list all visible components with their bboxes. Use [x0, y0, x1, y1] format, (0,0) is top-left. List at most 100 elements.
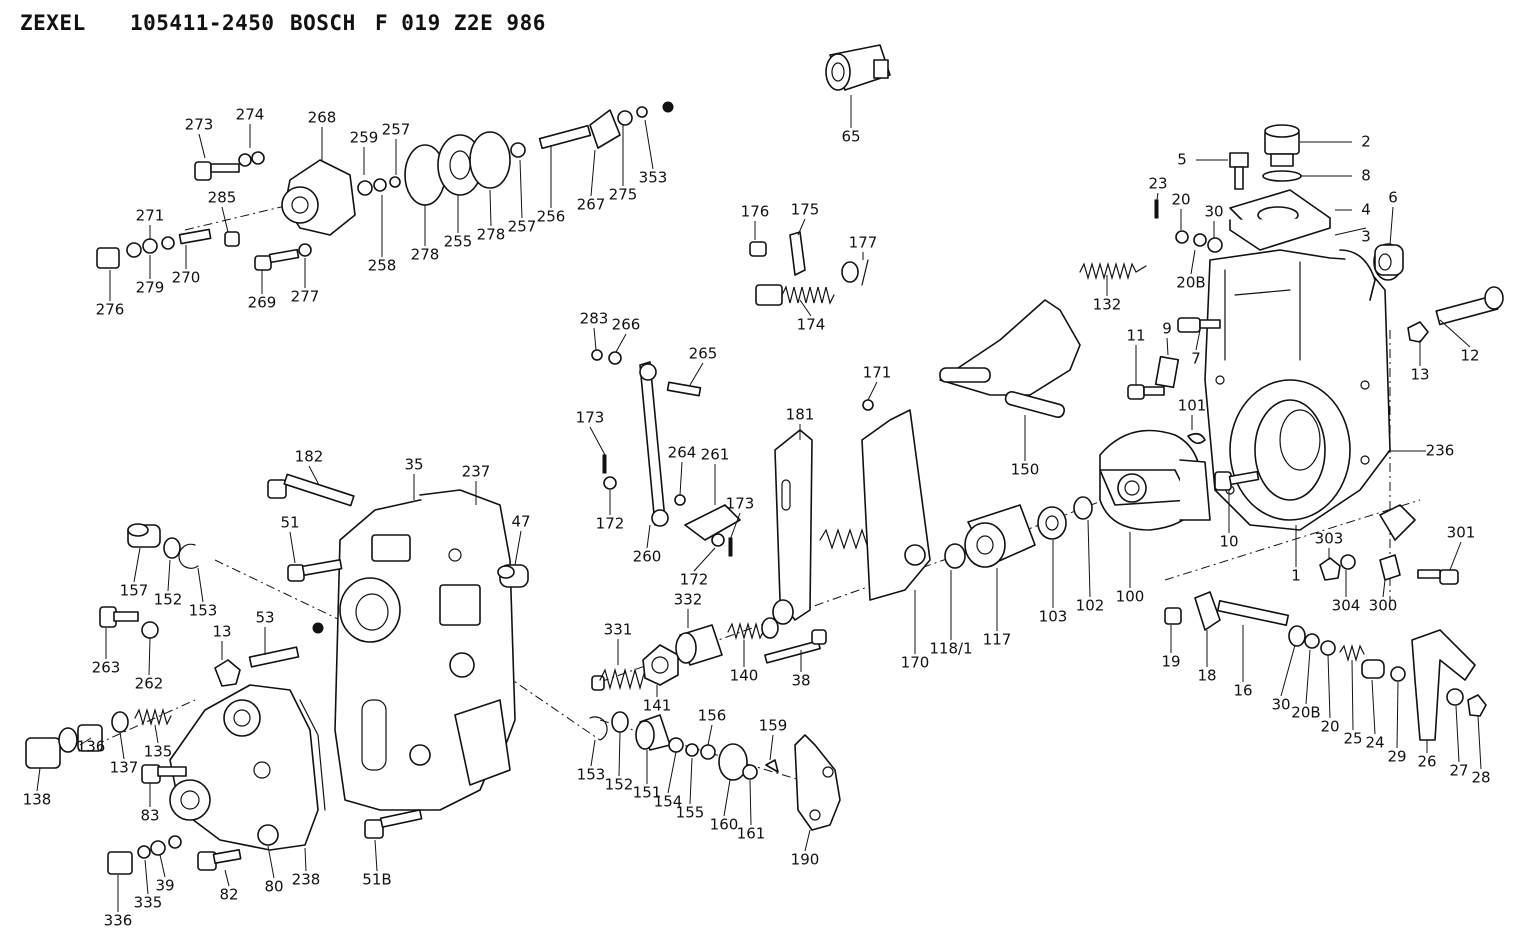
part-number-callout: 154	[654, 793, 683, 811]
callout-leader-line	[167, 559, 171, 592]
part-number-callout: 283	[580, 310, 609, 328]
part-number-callout: 353	[639, 169, 668, 187]
part-number-callout: 173	[726, 495, 755, 513]
part-number-callout: 156	[698, 707, 727, 725]
callout-leader-line	[589, 426, 606, 456]
sleeve-117-103-102	[944, 496, 1093, 569]
callout-leader-line	[1087, 519, 1091, 598]
part-number-callout: 271	[136, 207, 165, 225]
callout-leader-line	[707, 724, 713, 746]
part-number-callout: 51	[280, 514, 299, 532]
part-number-callout: 285	[208, 189, 237, 207]
part-number-callout: 82	[219, 886, 238, 904]
callout-leader-line	[1382, 579, 1386, 598]
brand-a: ZEXEL	[20, 11, 86, 35]
part-number-callout: 137	[110, 759, 139, 777]
part-number-callout: 18	[1197, 667, 1216, 685]
callout-leader-line	[679, 461, 683, 496]
part-number-callout: 20	[1171, 191, 1190, 209]
callout-leader-line	[646, 524, 651, 549]
callout-leader-line	[1334, 227, 1367, 236]
cover-assembly-268	[96, 101, 674, 271]
callout-leader-line	[689, 362, 704, 386]
part-number-callout: 118/1	[929, 640, 972, 658]
callout-leader-line	[590, 739, 596, 767]
part-number-callout: 172	[596, 515, 625, 533]
part-number-callout: 278	[411, 246, 440, 264]
part-number-callout: 20	[1320, 718, 1339, 736]
callout-leader-line	[615, 333, 627, 353]
part-number-callout: 8	[1361, 167, 1371, 185]
part-number-callout: 140	[730, 667, 759, 685]
callout-leader-line	[1190, 249, 1196, 275]
part-number-callout: 153	[577, 766, 606, 784]
part-number-callout: 12	[1460, 347, 1479, 365]
part-number-callout: 157	[120, 582, 149, 600]
part-number-callout: 238	[292, 871, 321, 889]
part-number-callout: 258	[368, 257, 397, 275]
part-number-callout: 265	[689, 345, 718, 363]
part-number-callout: 23	[1148, 175, 1167, 193]
part-number-callout: 336	[104, 912, 133, 930]
part-number-callout: 237	[462, 463, 491, 481]
part-number-callout: 152	[154, 591, 183, 609]
callout-leader-line	[154, 724, 159, 744]
callout-leader-line	[693, 547, 716, 572]
bolt-51	[287, 558, 343, 634]
callout-leader-line	[374, 839, 378, 872]
callout-leader-line	[1396, 681, 1399, 749]
callout-leader-line	[729, 512, 741, 541]
part-number-callout: 28	[1471, 769, 1490, 787]
part-number-callout: 136	[77, 738, 106, 756]
callout-leader-line	[159, 854, 166, 878]
callout-leader-line	[644, 119, 654, 170]
part-number-callout: 175	[791, 201, 820, 219]
part-number-callout: 332	[674, 591, 703, 609]
part-number-callout: 177	[849, 234, 878, 252]
callout-leader-line	[133, 547, 141, 583]
callout-leader-line	[689, 757, 693, 805]
part-number-callout: 135	[144, 743, 173, 761]
callout-leader-line	[1439, 319, 1471, 348]
end-cover-238	[169, 684, 326, 851]
callout-leader-line	[289, 531, 296, 564]
part-number-callout: 102	[1076, 597, 1105, 615]
part-number-callout: 270	[172, 269, 201, 287]
part-number-callout: 80	[264, 878, 283, 896]
part-number-callout: 35	[404, 456, 423, 474]
callout-leader-line	[119, 731, 125, 760]
plug-47	[497, 564, 529, 588]
part-number-callout: 172	[680, 571, 709, 589]
part-number-callout: 277	[291, 288, 320, 306]
part-number-callout: 263	[92, 659, 121, 677]
callout-leader-line	[197, 567, 204, 603]
part-number-callout: 25	[1343, 730, 1362, 748]
part-number-callout: 190	[791, 851, 820, 869]
part-number-callout: 103	[1039, 608, 1068, 626]
part-number-callout: 300	[1369, 597, 1398, 615]
lever-190	[794, 734, 841, 831]
part-number-callout: 182	[295, 448, 324, 466]
governor-cover-35	[334, 489, 516, 811]
part-number-callout: 161	[737, 825, 766, 843]
callout-leader-line	[224, 869, 230, 887]
callout-leader-line	[1449, 541, 1462, 571]
part-number-callout: 275	[609, 186, 638, 204]
part-number-callout: 6	[1388, 189, 1398, 207]
part-number-callout: 3	[1361, 228, 1371, 246]
part-number-callout: 262	[135, 675, 164, 693]
part-number-callout: 268	[308, 109, 337, 127]
part-number-callout: 331	[604, 621, 633, 639]
shaft-assembly-16	[1164, 591, 1487, 741]
part-number-callout: 304	[1332, 597, 1361, 615]
callout-leader-line	[1166, 337, 1169, 356]
part-number-callout: 155	[676, 804, 705, 822]
part-number-callout: 4	[1361, 201, 1371, 219]
part-number-callout: 261	[701, 446, 730, 464]
callout-leader-line	[1195, 329, 1201, 351]
part-number-callout: 257	[382, 121, 411, 139]
callout-leader-line	[1305, 649, 1311, 705]
plug-157	[127, 523, 199, 569]
part-number-callout: 257	[508, 218, 537, 236]
part-number-callout: 273	[185, 116, 214, 134]
